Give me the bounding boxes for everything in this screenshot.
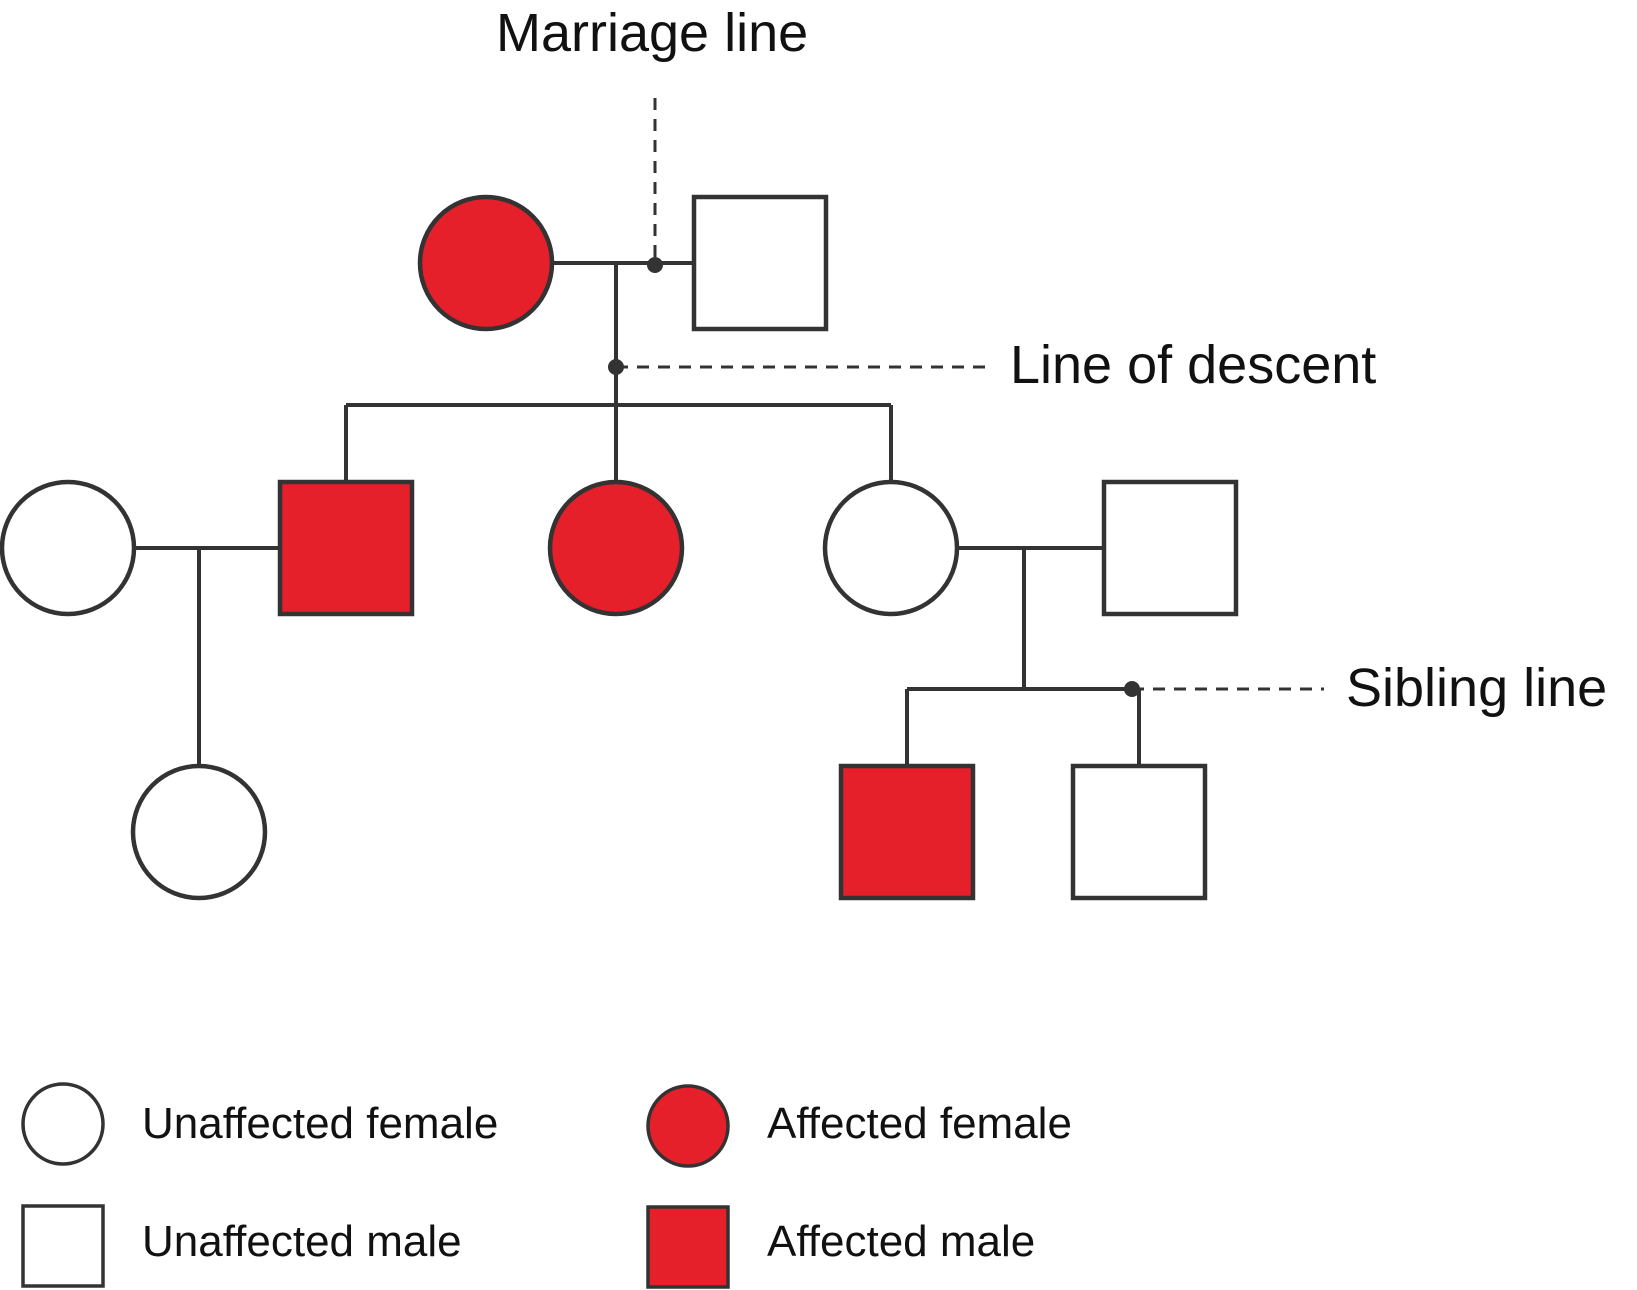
legend-affected-male-label: Affected male xyxy=(767,1217,1035,1266)
gen2-unaffected-male-spouse xyxy=(1101,479,1239,617)
legend-unaffected-female-symbol xyxy=(21,1082,105,1166)
legend-unaffected-female-label: Unaffected female xyxy=(142,1099,498,1148)
legend-affected-male-symbol xyxy=(646,1205,730,1289)
gen1-unaffected-male xyxy=(691,194,829,332)
legend-unaffected-male-label: Unaffected male xyxy=(142,1217,462,1266)
line-of-descent-label: Line of descent xyxy=(1010,335,1376,395)
legend: Unaffected female Affected female Unaffe… xyxy=(21,1082,1072,1289)
gen2-unaffected-female xyxy=(822,479,960,617)
marriage-line-label: Marriage line xyxy=(496,3,808,63)
gen3-unaffected-female xyxy=(130,763,268,901)
gen2-unaffected-female-spouse xyxy=(0,479,137,617)
gen2-affected-male xyxy=(277,479,415,617)
gen3-unaffected-male xyxy=(1070,763,1208,901)
line-of-descent-dot xyxy=(608,359,624,375)
gen3-affected-male xyxy=(838,763,976,901)
gen2-affected-female xyxy=(547,479,685,617)
marriage-line-dot xyxy=(647,257,663,273)
legend-unaffected-male-symbol xyxy=(21,1204,105,1288)
sibling-line-dot xyxy=(1124,681,1140,697)
gen1-affected-female xyxy=(417,194,555,332)
legend-affected-female-label: Affected female xyxy=(767,1099,1072,1148)
legend-affected-female-symbol xyxy=(646,1084,730,1168)
sibling-line-label: Sibling line xyxy=(1346,658,1607,718)
